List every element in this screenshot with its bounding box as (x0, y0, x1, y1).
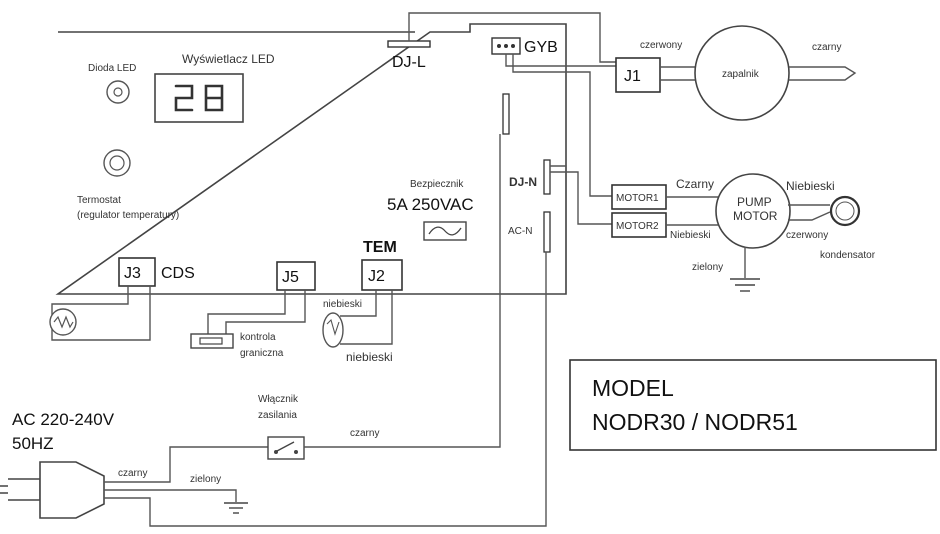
j1-label: J1 (624, 68, 641, 85)
plug-neutral-wire (104, 252, 547, 527)
plug-black-wire (104, 446, 268, 483)
tem-wire-label-bottom: niebieski (346, 350, 393, 364)
led-diode-icon (106, 80, 130, 104)
power-frequency-label: 50HZ (12, 434, 54, 453)
control-board-outline (55, 23, 567, 295)
led-diode-label: Dioda LED (88, 63, 136, 74)
dj-l-terminal (387, 40, 431, 48)
plug-green-wire-label: zielony (190, 474, 221, 485)
power-switch-label: Włącznik (258, 394, 299, 405)
cds-sensor-icon (49, 308, 77, 336)
tem-wire-label-top: niebieski (323, 299, 362, 310)
j1-connector (615, 57, 661, 93)
pump-motor-circle (715, 173, 791, 249)
dj-n-to-motor-wire-2 (550, 171, 612, 225)
thermostat-label: Termostat (77, 195, 121, 206)
j2-label: J2 (368, 268, 385, 285)
igniter-circle (694, 25, 790, 121)
limit-control-icon (190, 333, 234, 349)
tem-label: TEM (363, 239, 397, 256)
j2-connector (361, 259, 403, 291)
power-switch-sublabel: zasilania (258, 410, 297, 421)
limit-control-label: kontrola (240, 332, 276, 343)
pump-ground-icon (730, 278, 760, 292)
igniter-red-wire-label: czerwony (640, 40, 682, 51)
dj-n-terminal (543, 159, 551, 195)
tem-sensor-wire (340, 290, 393, 345)
j5-connector (276, 261, 316, 291)
pump-blue-wire-label-left: Niebieski (670, 230, 711, 241)
led-display (154, 73, 244, 123)
limit-control-sublabel: graniczna (240, 348, 284, 359)
dj-n-label: DJ-N (509, 175, 537, 189)
plug-green-wire (104, 489, 237, 502)
ground-icon (224, 502, 248, 514)
pump-motor-sublabel: MOTOR (733, 209, 778, 223)
j5-label: J5 (282, 269, 299, 286)
power-switch-icon[interactable] (267, 436, 305, 460)
j3-label: J3 (124, 265, 141, 282)
plug-black-wire-label: czarny (118, 468, 147, 479)
cds-label: CDS (161, 265, 195, 282)
ac-n-label: AC-N (508, 226, 532, 237)
fuse-icon (423, 221, 467, 241)
limit-control-wire (207, 290, 306, 336)
power-plug-icon (0, 461, 105, 519)
model-number: NODR30 / NODR51 (592, 409, 798, 435)
j3-connector (118, 257, 156, 287)
ac-n-terminal (543, 211, 551, 253)
capacitor-label: kondensator (820, 250, 876, 261)
gyb-to-j1-wire (505, 54, 616, 67)
pump-to-capacitor-wire (788, 204, 831, 221)
dj-n-to-motor-wire-1 (550, 165, 567, 290)
igniter-tip (789, 66, 857, 81)
power-voltage-label: AC 220-240V (12, 410, 115, 429)
tem-sensor-icon (322, 312, 344, 348)
igniter-feed-wire (408, 12, 616, 63)
switch-to-board-wire (304, 134, 501, 448)
motor1-connector (611, 184, 667, 210)
thermostat-knob-icon[interactable] (103, 149, 131, 177)
gyb-connector (491, 37, 521, 55)
model-box (569, 359, 937, 451)
capacitor-icon (829, 195, 861, 227)
board-terminal-strip (502, 93, 510, 135)
led-display-digits (174, 84, 224, 112)
gyb-label: GYB (524, 39, 558, 56)
fuse-label: Bezpiecznik (410, 179, 464, 190)
pump-blue-wire-label-right: Niebieski (786, 179, 835, 193)
thermostat-sublabel: (regulator temperatury) (77, 210, 179, 221)
model-label: MODEL (592, 375, 674, 401)
pump-green-wire-label: zielony (692, 262, 723, 273)
igniter-black-wire-label: czarny (812, 42, 841, 53)
switch-black-wire-label: czarny (350, 428, 379, 439)
motor2-connector (611, 212, 667, 238)
pump-red-wire-label: czerwony (786, 230, 828, 241)
pump-motor-label: PUMP (737, 195, 772, 209)
dj-l-label: DJ-L (392, 54, 426, 71)
gyb-to-motor-wire (512, 54, 612, 197)
fuse-rating: 5A 250VAC (387, 195, 474, 214)
motor2-label: MOTOR2 (616, 221, 659, 232)
cds-sensor-wire (51, 286, 151, 341)
led-display-label: Wyświetlacz LED (182, 52, 275, 66)
igniter-label: zapalnik (722, 69, 760, 80)
motor1-label: MOTOR1 (616, 193, 659, 204)
pump-black-wire-label: Czarny (676, 177, 714, 191)
